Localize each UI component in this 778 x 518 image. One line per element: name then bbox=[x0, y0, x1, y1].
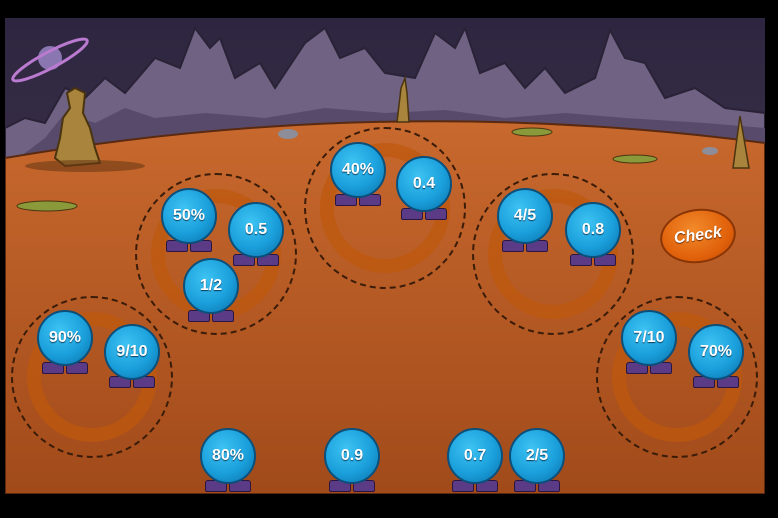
token-ball: 0.8 bbox=[565, 202, 621, 258]
token-14[interactable]: 0.7 bbox=[446, 428, 504, 492]
check-button-label: Check bbox=[672, 223, 723, 248]
token-ball: 50% bbox=[161, 188, 217, 244]
token-label: 90% bbox=[48, 329, 82, 346]
token-label: 9/10 bbox=[116, 343, 148, 360]
token-ball: 0.7 bbox=[447, 428, 503, 484]
token-ball: 4/5 bbox=[497, 188, 553, 244]
token-label: 4/5 bbox=[513, 207, 537, 224]
token-8[interactable]: 90% bbox=[36, 310, 94, 374]
token-ball: 1/2 bbox=[183, 258, 239, 314]
token-label: 40% bbox=[341, 161, 375, 178]
token-label: 0.9 bbox=[340, 447, 364, 464]
token-12[interactable]: 80% bbox=[199, 428, 257, 492]
token-label: 7/10 bbox=[633, 329, 665, 346]
token-6[interactable]: 4/5 bbox=[496, 188, 554, 252]
token-10[interactable]: 7/10 bbox=[620, 310, 678, 374]
token-label: 0.4 bbox=[412, 175, 436, 192]
token-ball: 7/10 bbox=[621, 310, 677, 366]
token-label: 70% bbox=[699, 343, 733, 360]
token-2[interactable]: 0.5 bbox=[227, 202, 285, 266]
token-5[interactable]: 0.4 bbox=[395, 156, 453, 220]
token-label: 80% bbox=[211, 447, 245, 464]
token-ball: 2/5 bbox=[509, 428, 565, 484]
token-ball: 0.9 bbox=[324, 428, 380, 484]
token-13[interactable]: 0.9 bbox=[323, 428, 381, 492]
token-ball: 9/10 bbox=[104, 324, 160, 380]
token-3[interactable]: 1/2 bbox=[182, 258, 240, 322]
token-label: 0.5 bbox=[244, 221, 268, 238]
token-1[interactable]: 50% bbox=[160, 188, 218, 252]
token-ball: 0.5 bbox=[228, 202, 284, 258]
token-ball: 40% bbox=[330, 142, 386, 198]
token-15[interactable]: 2/5 bbox=[508, 428, 566, 492]
token-9[interactable]: 9/10 bbox=[103, 324, 161, 388]
token-label: 0.8 bbox=[581, 221, 605, 238]
token-label: 50% bbox=[172, 207, 206, 224]
token-label: 1/2 bbox=[199, 277, 223, 294]
token-label: 0.7 bbox=[463, 447, 487, 464]
token-7[interactable]: 0.8 bbox=[564, 202, 622, 266]
token-4[interactable]: 40% bbox=[329, 142, 387, 206]
token-feet bbox=[401, 206, 447, 220]
token-ball: 90% bbox=[37, 310, 93, 366]
token-ball: 80% bbox=[200, 428, 256, 484]
token-11[interactable]: 70% bbox=[687, 324, 745, 388]
game-stage: 50% 0.5 1/2 40% 0.4 4/5 0.8 90% 9/10 7/10 70% 80% 0.… bbox=[5, 18, 765, 494]
token-label: 2/5 bbox=[525, 447, 549, 464]
token-ball: 70% bbox=[688, 324, 744, 380]
token-ball: 0.4 bbox=[396, 156, 452, 212]
